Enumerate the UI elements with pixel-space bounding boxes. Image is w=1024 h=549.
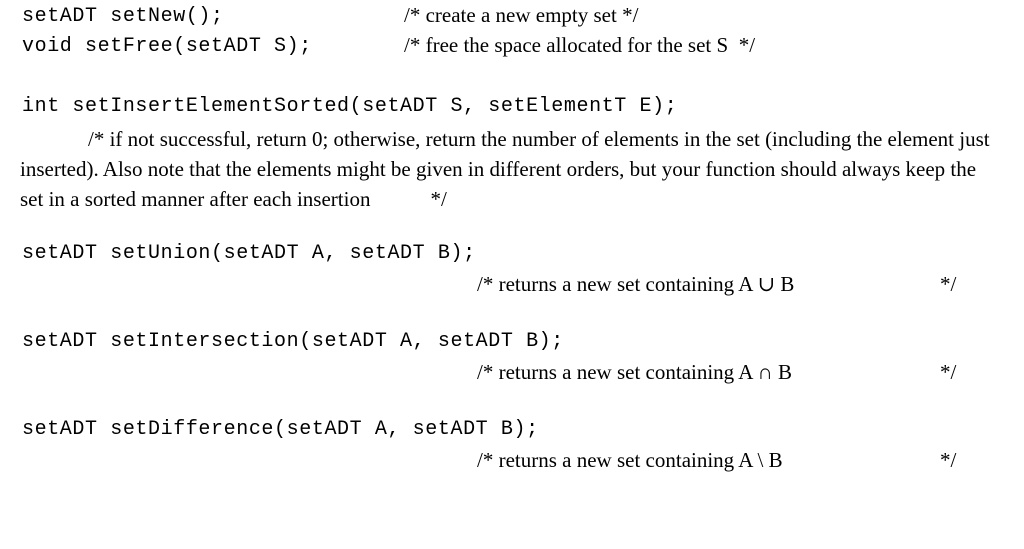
declaration-set-union: setADT setUnion(setADT A, setADT B);: [22, 242, 476, 265]
declaration-set-free: void setFree(setADT S);: [22, 35, 312, 58]
comment-set-difference: /* returns a new set containing A \ B: [477, 448, 783, 472]
declaration-set-new: setADT setNew();: [22, 5, 224, 28]
comment-close-marker: */: [430, 187, 447, 211]
comment-set-intersection-close: */: [940, 360, 957, 384]
comment-set-union: /* returns a new set containing A ∪ B: [477, 272, 795, 296]
comment-body: /* if not successful, return 0; otherwis…: [20, 127, 990, 211]
declaration-set-intersection: setADT setIntersection(setADT A, setADT …: [22, 330, 564, 353]
comment-set-intersection: /* returns a new set containing A ∩ B: [477, 360, 792, 384]
comment-set-insert-element-sorted: /* if not successful, return 0; otherwis…: [20, 124, 1000, 214]
declaration-set-insert-element-sorted: int setInsertElementSorted(setADT S, set…: [22, 95, 678, 118]
comment-set-new: /* create a new empty set */: [404, 3, 639, 27]
comment-set-union-close: */: [940, 272, 957, 296]
declaration-set-difference: setADT setDifference(setADT A, setADT B)…: [22, 418, 539, 441]
comment-set-difference-close: */: [940, 448, 957, 472]
comment-set-free: /* free the space allocated for the set …: [404, 33, 756, 57]
